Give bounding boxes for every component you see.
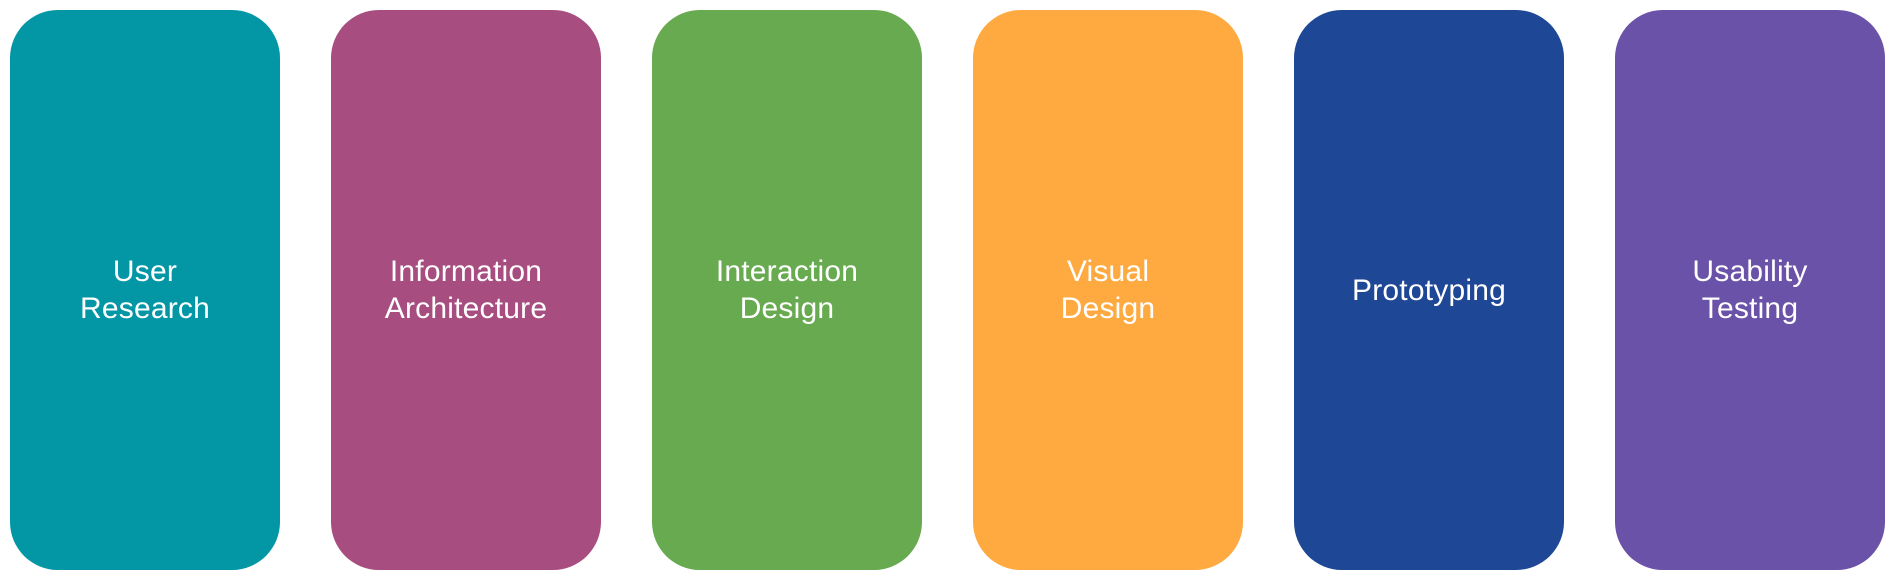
phase-label-line2: Architecture [384,292,548,325]
phase-label: Interaction Design [716,253,858,327]
phase-label-line1: Information [389,255,543,288]
phase-label-line1: Prototyping [1352,273,1506,307]
phase-label: Usability Testing [1692,253,1807,327]
phase-card-information-architecture: Information Architecture [331,10,601,570]
phase-label-line1: Usability [1692,255,1808,288]
phase-label: Prototyping [1352,272,1506,309]
phase-label-line1: Visual [1066,255,1150,288]
phase-card-user-research: User Research [10,10,280,570]
phase-label: Visual Design [1061,253,1156,327]
phase-card-interaction-design: Interaction Design [652,10,922,570]
phase-card-visual-design: Visual Design [973,10,1243,570]
phase-label-line2: Design [739,292,835,325]
phase-label-line2: Research [80,292,210,325]
phase-label-line1: Interaction [715,255,859,288]
phase-card-usability-testing: Usability Testing [1615,10,1885,570]
phase-card-prototyping: Prototyping [1294,10,1564,570]
phase-label: User Research [80,253,210,327]
phase-label-line2: Testing [1701,292,1799,325]
phase-label-line1: User [112,255,178,288]
phase-label-line2: Design [1060,292,1156,325]
phase-label: Information Architecture [385,253,547,327]
